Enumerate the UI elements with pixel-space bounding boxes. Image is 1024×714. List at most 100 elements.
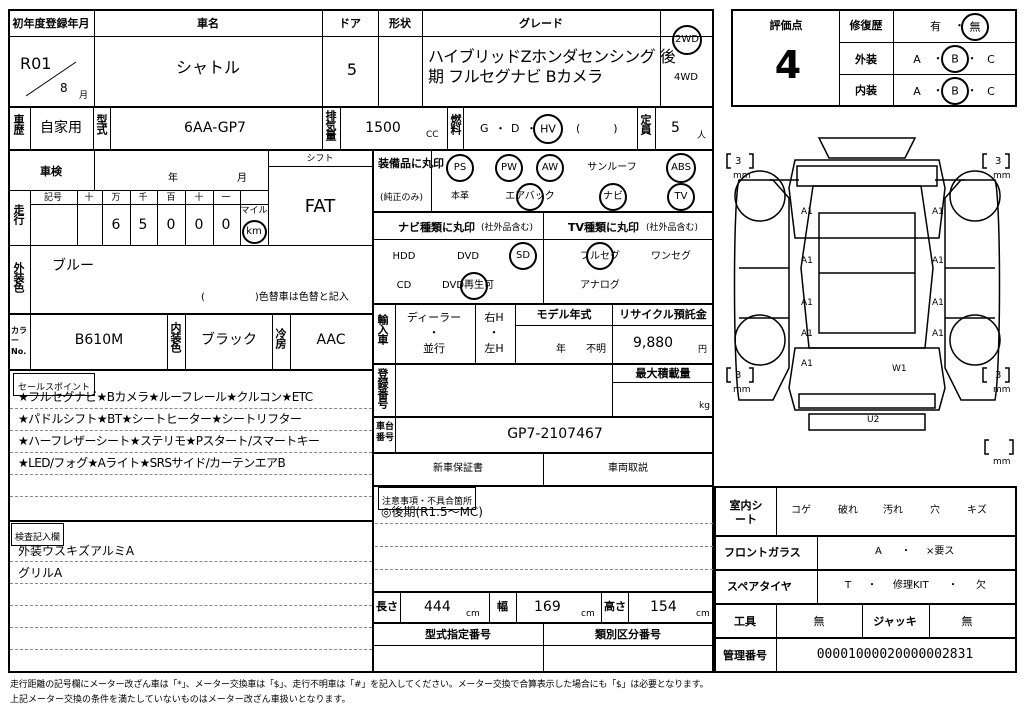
depth-bracket — [1005, 367, 1010, 383]
first-reg-month-unit: 月 — [79, 91, 89, 101]
length-unit: cm — [466, 609, 480, 619]
grade-line1: ハイブリッドZホンダセンシング 後 — [428, 47, 676, 66]
car-damage-diagram — [726, 137, 1014, 455]
equip-leather: 本革 — [450, 191, 470, 202]
navi-label: ナビ種類に丸印 — [398, 221, 475, 234]
recycle-label: リサイクル預託金 — [619, 308, 707, 321]
diagram-hood — [788, 159, 946, 239]
first-reg-month: 8 — [60, 81, 68, 95]
length-label: 長さ — [376, 600, 398, 613]
navi-sub: (社外品含む) — [481, 223, 534, 233]
manual-label: 車両取説 — [608, 463, 648, 474]
mm-rl: mm — [733, 385, 751, 395]
navi-cd: CD — [396, 280, 412, 291]
import-label: 輸入車 — [376, 314, 389, 344]
ac-label: 冷房 — [274, 328, 287, 348]
diagram-cabin — [800, 185, 934, 349]
import-parallel: 並行 — [423, 342, 445, 355]
height-value: 154 — [650, 599, 677, 615]
inspector-notes-label: 検査記入欄 — [15, 533, 61, 543]
grade-label: グレード — [519, 17, 563, 30]
digit-header: 一 — [221, 193, 231, 203]
damage-mark: A1 — [932, 256, 944, 266]
model-value: 6AA-GP7 — [184, 120, 246, 136]
height-label: 高さ — [604, 600, 626, 613]
wheel-front-right — [949, 170, 1001, 222]
reg-type-value: 自家用 — [40, 120, 82, 136]
sales-points-label-box: セールスポイント — [13, 373, 96, 396]
tv-oneseg: ワンセグ — [651, 251, 691, 262]
depth-bracket — [982, 367, 987, 383]
mm-rr: mm — [993, 385, 1011, 395]
car-name-label: 車名 — [197, 17, 219, 30]
sales-point-line: ★フルセグナビ★Bカメラ★ルーフレール★クルコン★ETC — [18, 390, 313, 404]
capacity-label: 定員 — [639, 114, 652, 134]
repair-label: 修復歴 — [849, 19, 883, 32]
sales-point-line: ★LED/フォグ★Aライト★SRSサイド/カーテンエアB — [18, 456, 286, 470]
import-left-h: 左H — [484, 342, 504, 355]
wheel-rear-right — [949, 314, 1001, 366]
ext-grade-c: C — [987, 53, 995, 66]
mileage-symbol-label: 記号 — [43, 193, 63, 203]
int-grade-b-circle — [941, 77, 969, 105]
footer-line2: 上記メーター交換の条件を満たしていないものはメーター改ざん車扱いとなります。 — [10, 695, 351, 705]
int-grade-dot: ・ — [932, 84, 944, 97]
width-label: 幅 — [497, 600, 508, 613]
first-reg-slash — [26, 61, 77, 97]
interior-color-label: 内装色 — [169, 322, 182, 352]
digit-header: 百 — [166, 193, 176, 203]
digit-header: 千 — [138, 193, 148, 203]
shape-label: 形状 — [389, 17, 411, 30]
diagram-roof-front — [817, 137, 917, 159]
fuel-dot: ・ — [526, 122, 537, 135]
digit-header: 十 — [84, 193, 94, 203]
inspector-note-line: グリルA — [18, 566, 63, 580]
diagram-windshield — [796, 165, 938, 187]
notices-label-box: 注意事項・不具合箇所 — [378, 487, 477, 510]
grade-box — [731, 9, 1017, 107]
equip-aw-circle — [536, 154, 564, 182]
fuel-dot: ・ — [495, 122, 506, 135]
inspector-note-line: 外装ウスキズアルミA — [18, 544, 135, 558]
sheet-item: コゲ — [791, 505, 811, 516]
equip-tv-circle — [667, 183, 695, 211]
mgmt-value: 00001000020000002831 — [816, 647, 974, 662]
sales-point-line: ★ハーフレザーシート★ステリモ★Pスタート/スマートキー — [18, 434, 320, 448]
front-glass-label: フロントガラス — [724, 546, 801, 559]
model-label: 型式 — [95, 114, 108, 134]
notices-label: 注意事項・不具合箇所 — [382, 497, 473, 507]
damage-mark: A1 — [932, 207, 944, 217]
shaken-month-unit: 月 — [237, 173, 247, 184]
tools-value: 無 — [813, 615, 825, 628]
exterior-note: ( )色替車は色替と記入 — [201, 292, 349, 303]
repair-yes: 有 — [930, 20, 941, 33]
person-unit: 人 — [697, 131, 707, 141]
sheet-item: 穴 — [930, 505, 940, 516]
ext-grade-dot: ・ — [932, 52, 944, 65]
color-no-label: カラーNo. — [11, 326, 27, 356]
wheel-rear-left — [734, 314, 786, 366]
max-load-label: 最大積載量 — [635, 367, 691, 380]
interior-color-value: ブラック — [201, 332, 257, 348]
depth-bracket — [749, 367, 754, 383]
main-sheet — [8, 9, 714, 673]
tv-sub: (社外品含む) — [646, 223, 699, 233]
equipment-label: 装備品に丸印 — [378, 157, 444, 170]
drive-4wd: 4WD — [674, 72, 698, 83]
diagram-right-side — [944, 179, 1001, 401]
inspector-notes-label-box: 検査記入欄 — [11, 523, 65, 546]
front-glass-x: ×要ス — [926, 546, 955, 557]
damage-mark: A1 — [932, 329, 944, 339]
damage-mark: A1 — [801, 359, 813, 369]
chassis-label: 車台番号 — [376, 422, 395, 443]
mileage-digit: 0 — [166, 217, 176, 233]
depth-rr: 3 — [995, 370, 1002, 381]
doors-value: 5 — [346, 60, 358, 79]
navi-dvd-play-circle — [460, 272, 488, 300]
ac-value: AAC — [316, 332, 346, 348]
exterior-label: 外装色 — [12, 262, 25, 292]
first-reg-era: R01 — [20, 54, 52, 73]
wheel-front-left — [734, 170, 786, 222]
damage-mark: W1 — [892, 364, 907, 374]
width-value: 169 — [534, 599, 561, 615]
